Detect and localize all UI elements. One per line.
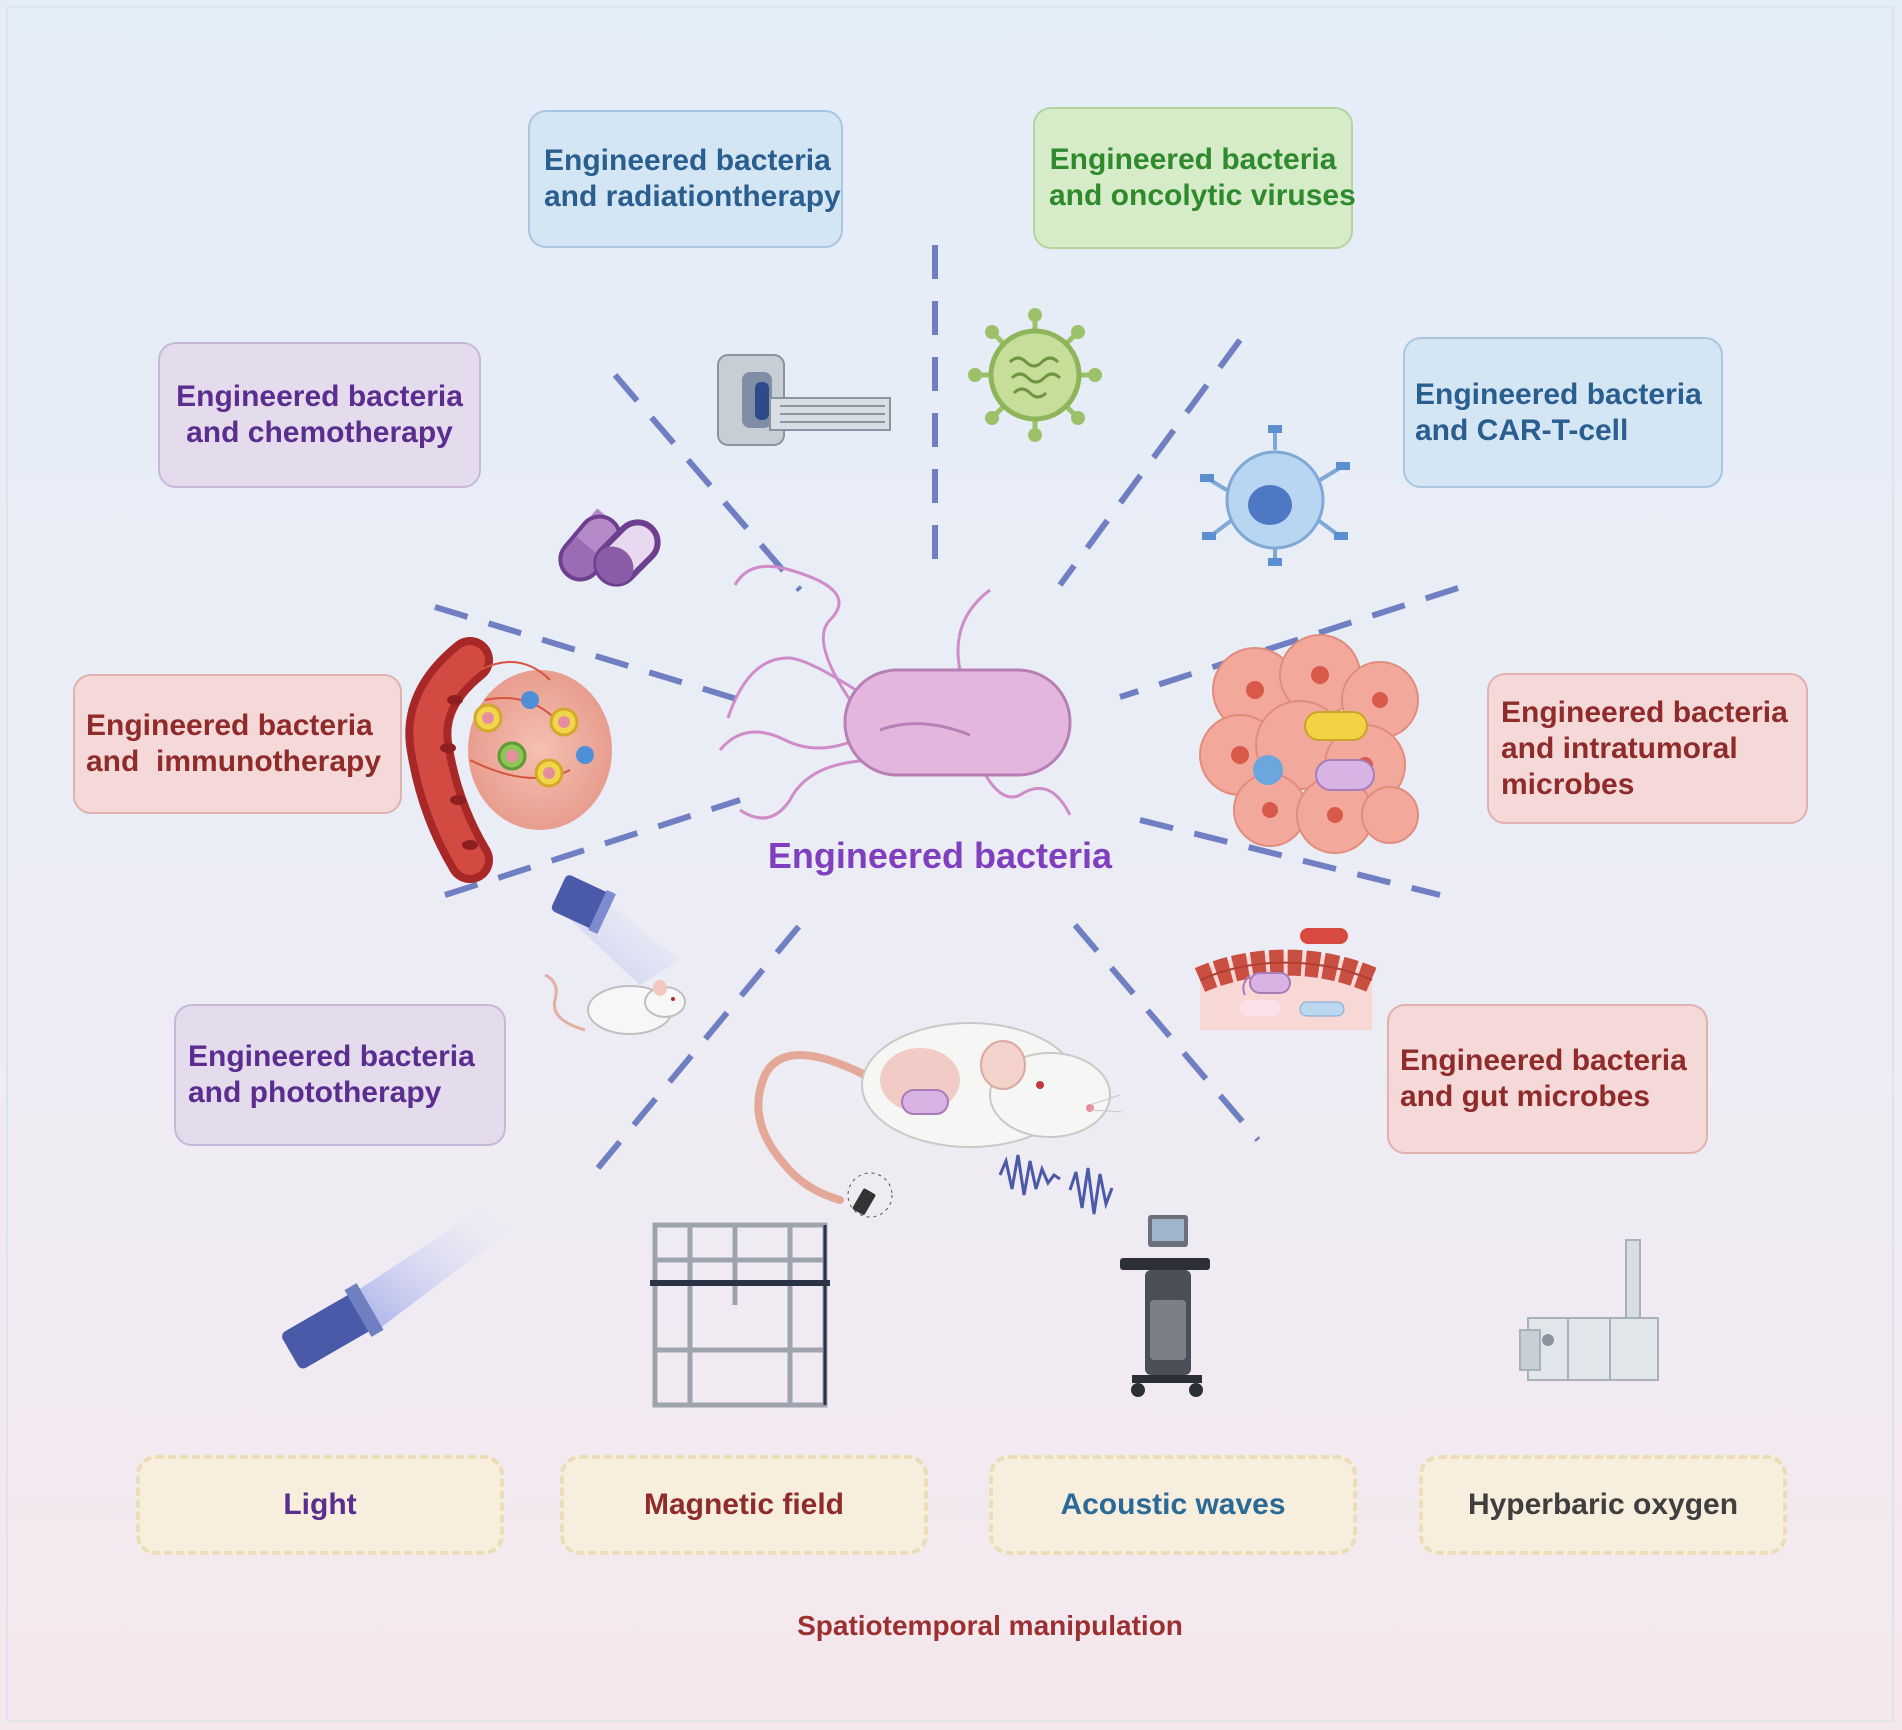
oncolytic-viruses-line2: and oncolytic viruses [1049,179,1356,212]
connector-line-upper-left [612,373,803,592]
phototherapy-box: Engineered bacteria and phototherapy [174,1004,506,1146]
ultrasound-machine-icon [1120,1215,1210,1397]
connector-line-upper-right [1057,338,1243,587]
intratumoral-microbes-line1: Engineered bacteria [1501,695,1788,729]
connector-line-lower-right [1072,923,1261,1142]
car-t-cell-line2: and CAR-T-cell [1415,413,1629,447]
car-t-cell-icon [1200,425,1350,566]
phototherapy-line1: Engineered bacteria [188,1040,475,1073]
acoustic-waves-label: Acoustic waves [1060,1488,1286,1521]
acoustic-waves-box: Acoustic waves [989,1455,1357,1555]
hyperbaric-oxygen-box: Hyperbaric oxygen [1419,1455,1787,1555]
magnetic-field-label: Magnetic field [643,1488,845,1521]
ct-scanner-icon [717,354,891,446]
radiationtherapy-box: Engineered bacteria and radiationtherapy [528,110,843,248]
light-label: Light [283,1488,357,1521]
virus-icon [968,308,1102,442]
immunotherapy-line2: and immunotherapy [86,745,382,778]
immunotherapy-line1: Engineered bacteria [86,709,373,742]
car-t-cell-box: Engineered bacteria and CAR-T-cell [1403,337,1723,488]
intratumoral-microbes-line3: microbes [1501,767,1635,801]
immunotherapy-box: Engineered bacteria and immunotherapy [73,674,402,814]
chemotherapy-line1: Engineered bacteria [176,380,463,413]
magnetic-cage-icon [650,1222,830,1408]
footer-caption: Spatiotemporal manipulation [797,1610,1183,1641]
blood-vessel-tumor-icon [405,637,612,883]
tumor-tissue-icon [1199,634,1419,854]
magnetic-field-box: Magnetic field [560,1455,928,1555]
intratumoral-microbes-line2: and intratumoral [1501,731,1738,765]
chemotherapy-line2: and chemotherapy [186,416,453,449]
chemotherapy-box: Engineered bacteria and chemotherapy [158,342,481,488]
capsule-pills-icon [558,508,661,587]
magnet-probe-icon [847,1172,893,1218]
diagram-frame [6,6,1894,1722]
connector-line-right-lower [1139,817,1441,898]
hyperbaric-oxygen-label: Hyperbaric oxygen [1467,1488,1739,1521]
oncolytic-viruses-box: Engineered bacteria and oncolytic viruse… [1033,107,1356,249]
flashlight-icon [282,1210,510,1369]
bacterium-icon [718,564,1072,820]
light-box: Light [136,1455,504,1555]
intratumoral-microbes-box: Engineered bacteria and intratumoral mic… [1487,673,1808,824]
gut-microbes-line1: Engineered bacteria [1400,1044,1687,1077]
radiationtherapy-line1: Engineered bacteria [544,144,831,177]
gut-microbes-line2: and gut microbes [1400,1080,1651,1113]
radiationtherapy-line2: and radiationtherapy [544,180,841,213]
phototherapy-line2: and phototherapy [188,1076,442,1109]
center-title: Engineered bacteria [767,835,1113,876]
flashlight-mouse-icon [544,875,686,1035]
mouse-icon [754,1022,1123,1218]
oncolytic-viruses-line1: Engineered bacteria [1049,143,1337,176]
connector-line-right-upper [1119,585,1459,700]
connector-lines [434,245,1459,1170]
gut-microbes-box: Engineered bacteria and gut microbes [1387,1004,1708,1154]
small-mouse [544,973,686,1035]
gut-villi-icon [1194,928,1378,1030]
car-t-cell-line1: Engineered bacteria [1415,377,1702,411]
hyperbaric-chamber-icon [1519,1239,1659,1381]
